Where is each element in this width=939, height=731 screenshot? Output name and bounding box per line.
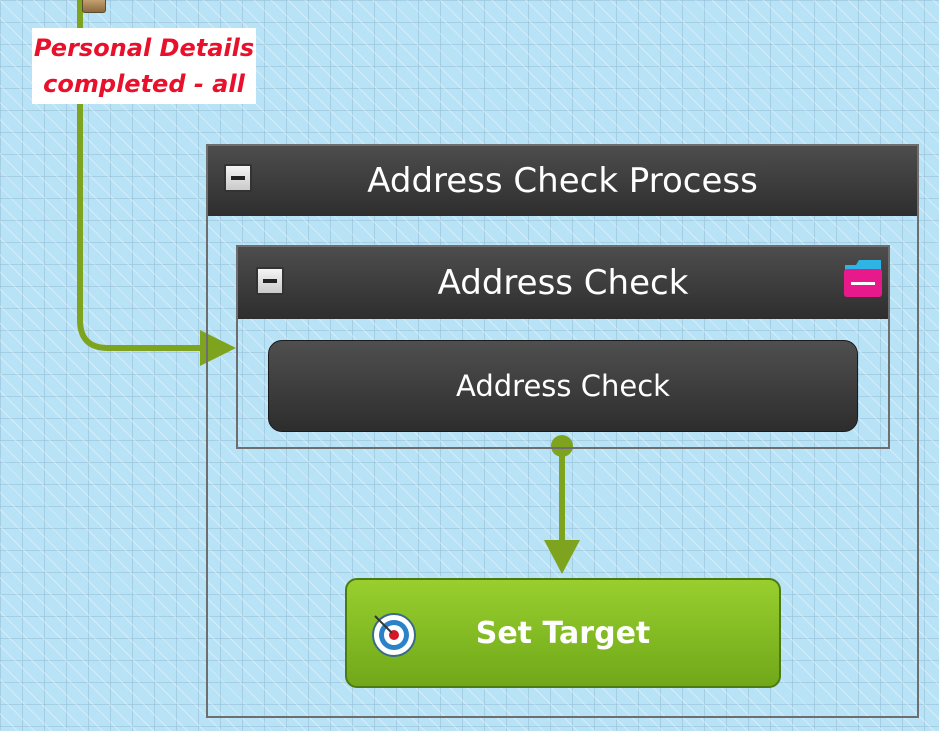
outer-group-header[interactable]: Address Check Process — [208, 146, 917, 216]
set-target-node[interactable]: Set Target — [345, 578, 781, 688]
set-target-label: Set Target — [475, 615, 651, 651]
connector-start-to-subgroup — [77, 0, 210, 351]
inner-group-title: Address Check — [437, 263, 689, 303]
connector-arrowhead-target — [544, 540, 580, 574]
action-node-label: Address Check — [456, 369, 670, 403]
collapse-icon[interactable] — [224, 164, 252, 192]
condition-label[interactable]: Personal Details completed - all — [32, 28, 256, 104]
target-icon — [372, 613, 416, 657]
inner-group-header[interactable]: Address Check — [238, 247, 888, 319]
collapse-icon[interactable] — [256, 267, 284, 295]
outer-group-address-check-process[interactable]: Address Check Process — [206, 144, 919, 718]
folder-icon[interactable] — [842, 255, 884, 299]
start-node-icon[interactable] — [82, 0, 106, 13]
outer-group-title: Address Check Process — [367, 161, 758, 201]
condition-label-line2: completed - all — [43, 70, 245, 98]
connector-arrowhead-subgroup — [200, 330, 236, 366]
action-node-address-check[interactable]: Address Check — [268, 340, 858, 432]
inner-group-address-check[interactable]: Address Check — [236, 245, 890, 449]
condition-label-line1: Personal Details — [33, 34, 255, 62]
